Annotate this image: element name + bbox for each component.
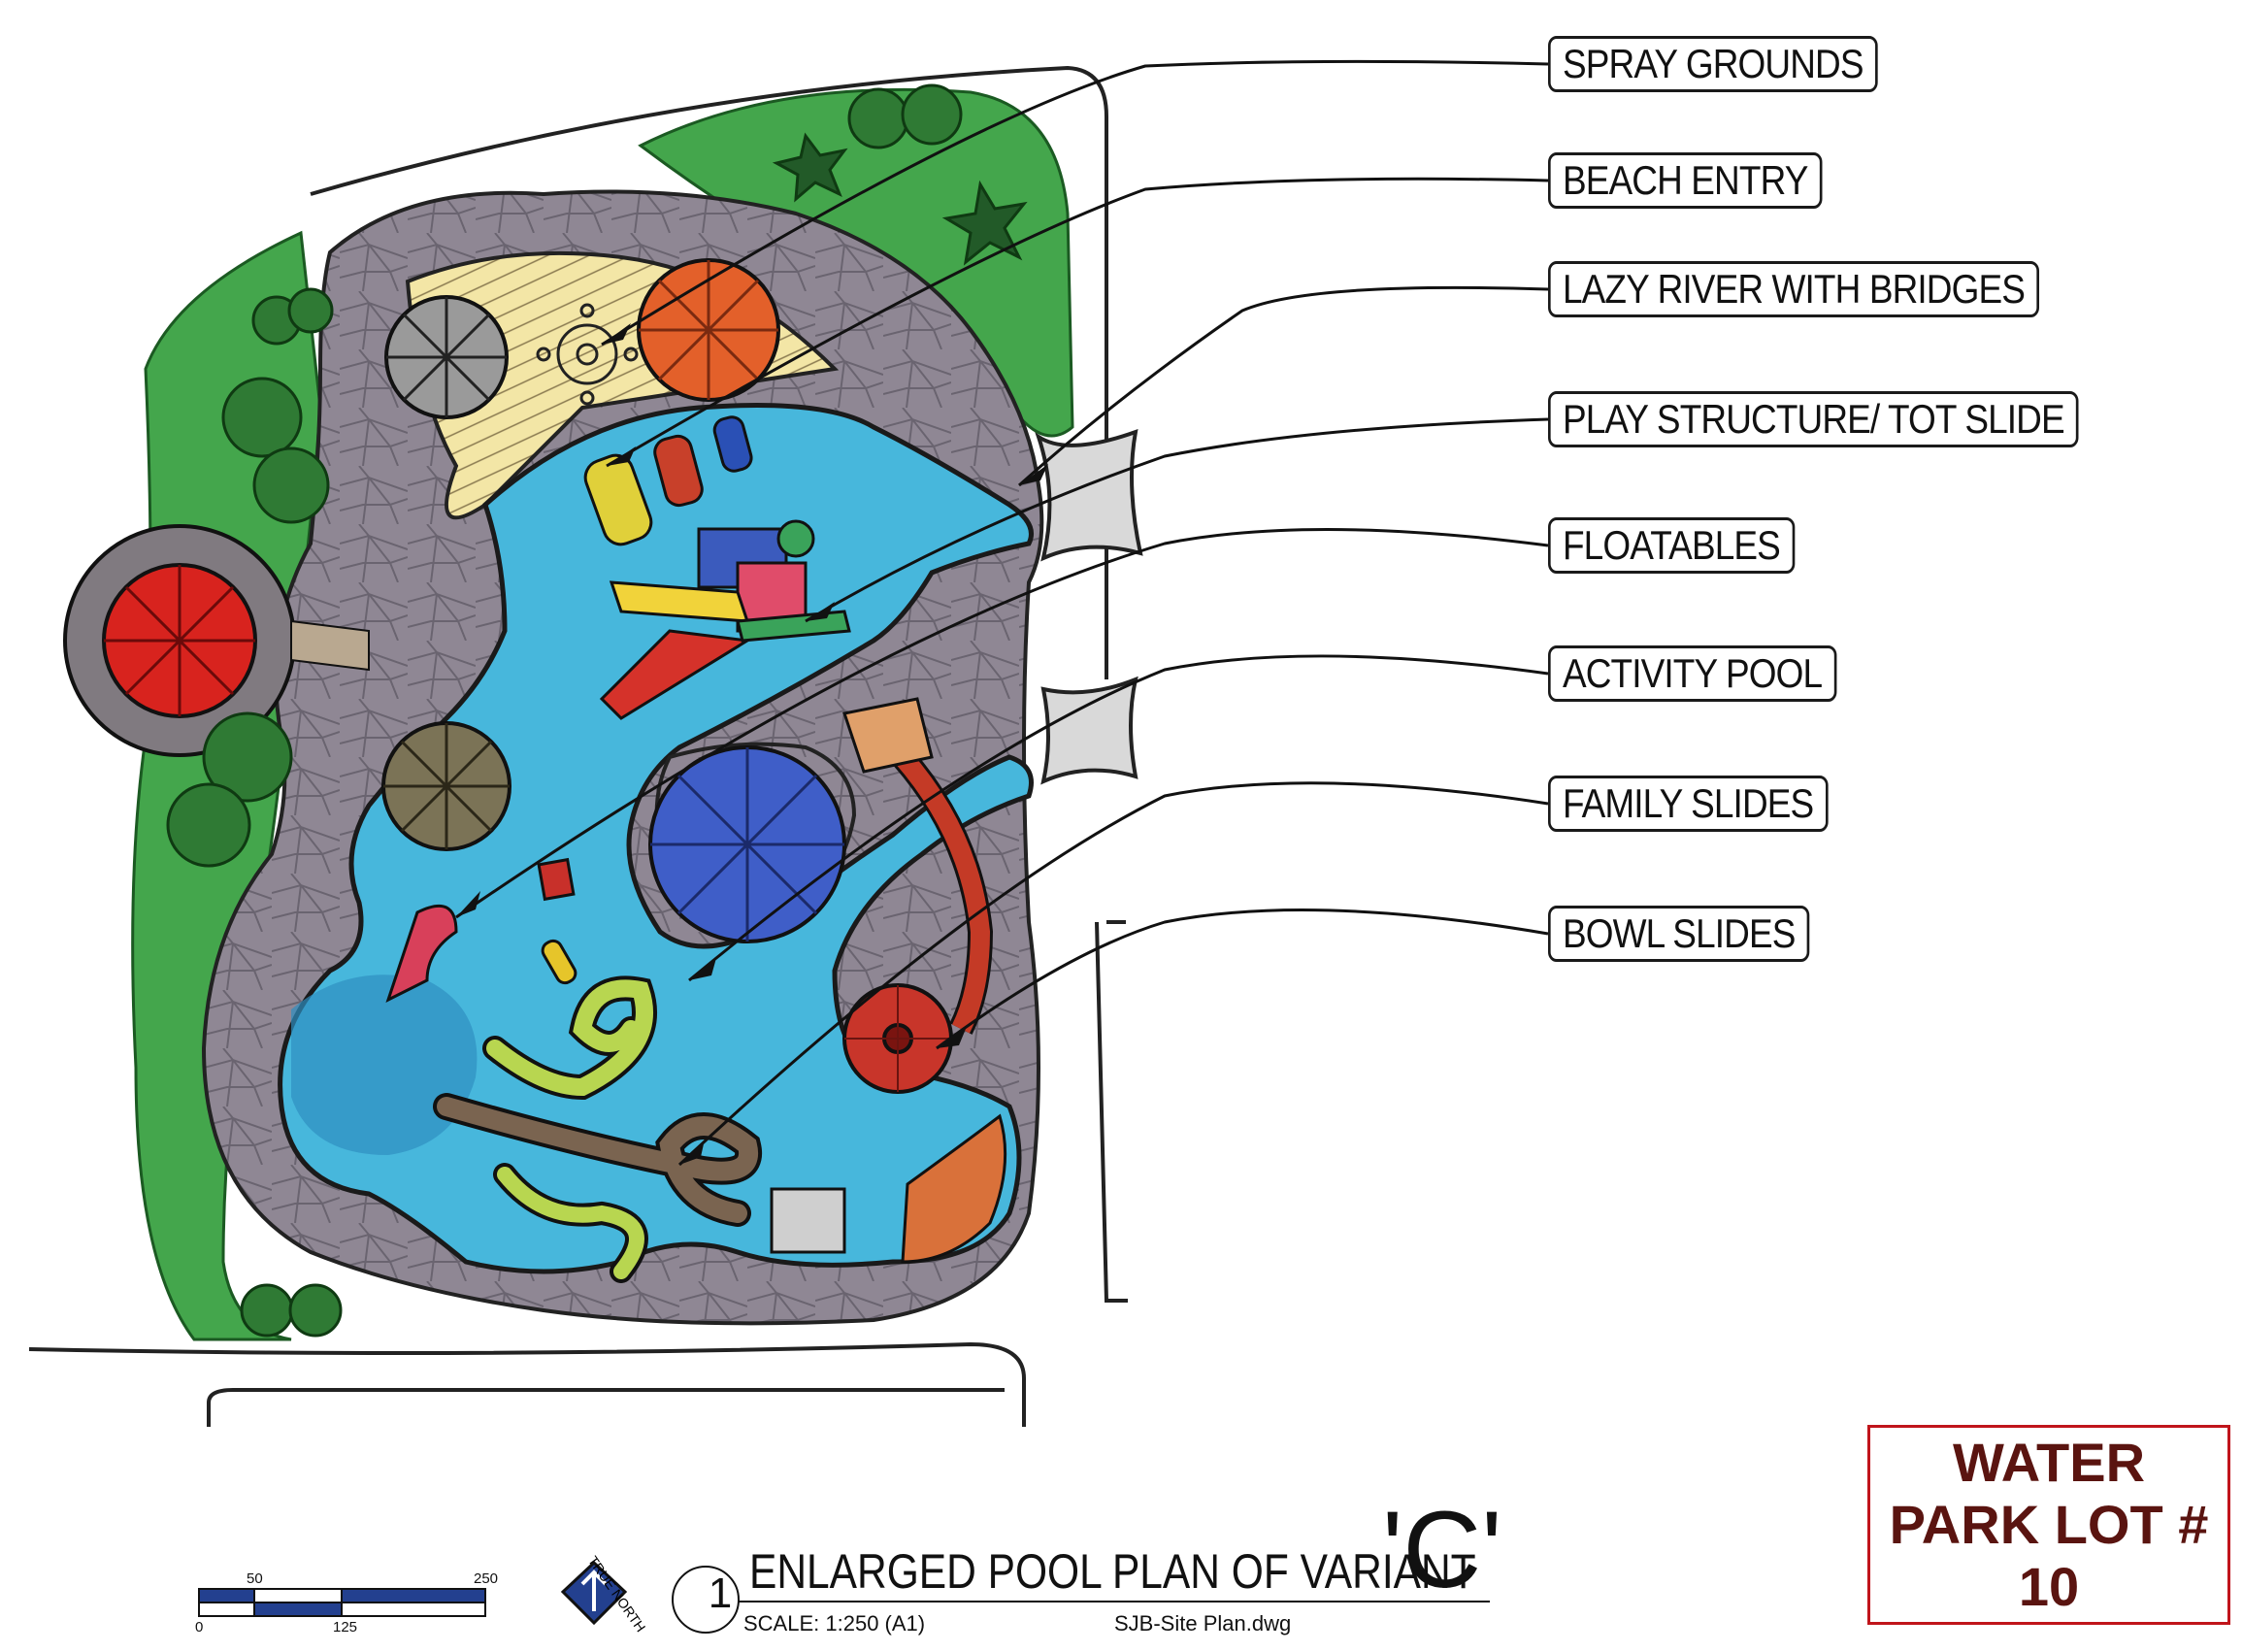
callout-arrowheads — [456, 323, 1048, 1165]
bowl-slide — [842, 983, 953, 1094]
callout-bowl-slides: BOWL SLIDES — [1548, 906, 1810, 962]
plan-number-circle — [672, 1566, 740, 1634]
umbrella-blue — [648, 745, 846, 943]
callout-lazy-river: LAZY RIVER WITH BRIDGES — [1548, 261, 2039, 317]
file-note: SJB-Site Plan.dwg — [1114, 1611, 1292, 1635]
lot-line-1: WATER — [1952, 1432, 2146, 1493]
serpentine-slides — [433, 975, 763, 1283]
scale-tick-250: 250 — [474, 1570, 499, 1587]
scale-tick-125: 125 — [333, 1619, 358, 1635]
trees — [166, 83, 1028, 1338]
plan-variant: 'C' — [1382, 1489, 1502, 1610]
north-arrow-icon — [560, 1560, 628, 1626]
spray-feature — [536, 303, 639, 406]
activity-pool-deep — [291, 975, 478, 1155]
lot-line-3: 10 — [2018, 1556, 2080, 1617]
lot-box: WATER PARK LOT # 10 — [1867, 1425, 2230, 1625]
floatables — [385, 415, 753, 1003]
umbrella-red-gazebo — [63, 524, 370, 757]
plan-number: 1 — [708, 1569, 733, 1617]
plan-title: ENLARGED POOL PLAN OF VARIANT — [749, 1544, 1476, 1599]
scale-tick-0: 0 — [195, 1619, 204, 1635]
scale-note: SCALE: 1:250 (A1) — [743, 1611, 926, 1635]
bridge — [1035, 428, 1143, 785]
umbrella-orange — [637, 258, 780, 402]
family-slide — [842, 697, 994, 1035]
callout-beach-entry: BEACH ENTRY — [1548, 152, 1823, 209]
scale-bar — [198, 1588, 486, 1617]
callout-activity-pool: ACTIVITY POOL — [1548, 645, 1837, 702]
rock-feature — [901, 1113, 1007, 1264]
lot-line-2: PARK LOT # — [1889, 1494, 2209, 1555]
callout-family-slides: FAMILY SLIDES — [1548, 776, 1829, 832]
umbrella-olive — [381, 721, 511, 851]
slide-tower — [770, 1187, 846, 1254]
callout-leaders — [455, 59, 1549, 1167]
callout-spray-grounds: SPRAY GROUNDS — [1548, 36, 1878, 92]
callout-play-structure: PLAY STRUCTURE/ TOT SLIDE — [1548, 391, 2079, 447]
scale-tick-50: 50 — [247, 1570, 263, 1587]
umbrella-grey — [384, 295, 509, 419]
callout-floatables: FLOATABLES — [1548, 517, 1795, 574]
site-boundary — [28, 65, 1128, 1427]
